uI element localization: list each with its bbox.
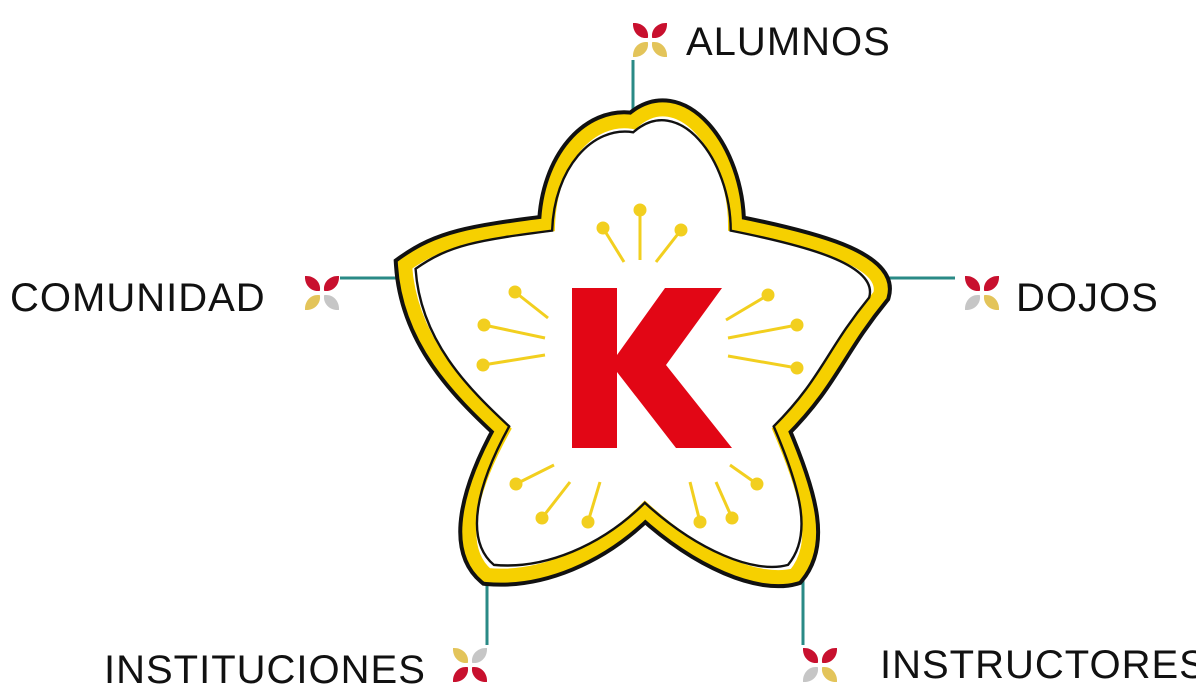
pinwheel-leaf (471, 648, 487, 664)
stamen-line (586, 481, 602, 523)
stamen-line (601, 227, 626, 263)
node-label-instituciones: INSTITUCIONES (104, 648, 426, 692)
stamen-dot (633, 203, 647, 217)
stamen-dot (674, 223, 688, 237)
pinwheel-leaf (453, 648, 469, 664)
pinwheel-icon-instructores (803, 648, 837, 682)
stamen-dot (790, 361, 804, 375)
pinwheel-leaf (651, 41, 667, 57)
pinwheel-leaf (323, 276, 339, 292)
pinwheel-leaf (305, 294, 321, 310)
stamen-line (482, 353, 546, 367)
stamen-dot (750, 477, 764, 491)
pinwheel-leaf (803, 648, 819, 664)
stamen-line (514, 290, 549, 320)
pinwheel-leaf (983, 276, 999, 292)
stamen-line (540, 481, 572, 519)
stamen-dot (476, 358, 490, 372)
node-label-comunidad: COMUNIDAD (10, 276, 266, 320)
stamen-dot (535, 511, 549, 525)
stamen-line (688, 481, 702, 523)
stamen-dot (581, 515, 595, 529)
stamen-dot (790, 318, 804, 332)
stamen-line (515, 463, 555, 486)
node-label-instructores: INSTRUCTORES (880, 643, 1196, 687)
node-label-dojos: DOJOS (1016, 276, 1159, 320)
pinwheel-leaf (803, 666, 819, 682)
stamen-dot (693, 515, 707, 529)
pinwheel-leaf (323, 294, 339, 310)
stamen-line (714, 481, 734, 519)
pinwheel-icon-instituciones (453, 648, 487, 682)
stamen-dot (596, 221, 610, 235)
pinwheel-leaf (983, 294, 999, 310)
pinwheel-leaf (651, 23, 667, 39)
stamen-line (483, 323, 546, 340)
stamen-dot (761, 288, 775, 302)
pinwheel-icon-comunidad (305, 276, 339, 310)
pinwheel-icon-alumnos (633, 23, 667, 57)
stamen-line (727, 354, 798, 370)
stamen-line (654, 229, 683, 263)
pinwheel-leaf (471, 666, 487, 682)
pinwheel-leaf (633, 23, 649, 39)
stamen-dot (477, 318, 491, 332)
pinwheel-leaf (305, 276, 321, 292)
pinwheel-icon-dojos (965, 276, 999, 310)
stamens (476, 203, 804, 529)
pinwheel-leaf (453, 666, 469, 682)
stamen-dot (508, 285, 522, 299)
stamen-dot (509, 477, 523, 491)
stamen-line (727, 323, 798, 340)
stamen-dot (725, 511, 739, 525)
node-label-alumnos: ALUMNOS (686, 20, 891, 64)
pinwheel-leaf (633, 41, 649, 57)
pinwheel-leaf (965, 294, 981, 310)
pinwheel-leaf (821, 648, 837, 664)
pinwheel-leaf (821, 666, 837, 682)
stamen-line (725, 293, 769, 322)
pinwheel-leaf (965, 276, 981, 292)
logo-letter-k (572, 288, 732, 448)
